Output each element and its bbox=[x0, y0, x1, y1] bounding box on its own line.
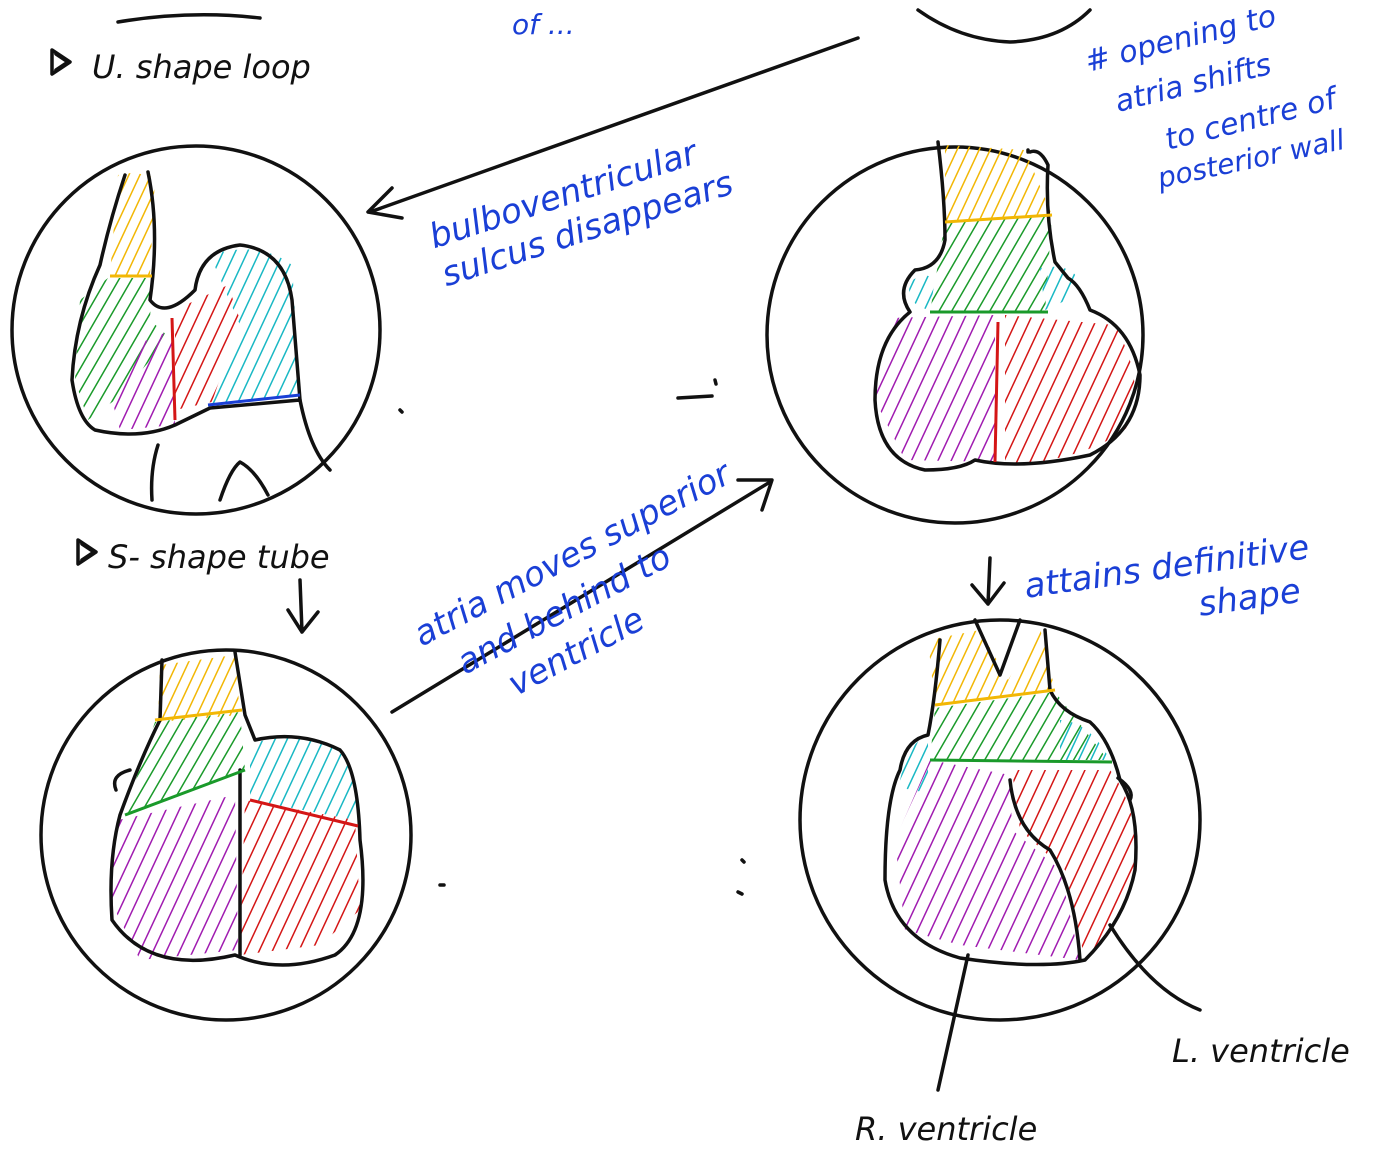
arrow-to-panel3 bbox=[390, 480, 772, 714]
left-ventricle-region bbox=[1012, 770, 1136, 960]
top-right-arc bbox=[916, 8, 1092, 44]
bulboventricular-annotation: bulboventricular sulcus disappears bbox=[424, 132, 738, 295]
opening-annotation: # opening to atria shifts to centre of p… bbox=[1081, 0, 1347, 195]
right-atrium-region bbox=[909, 275, 935, 310]
atrium-region bbox=[210, 249, 300, 405]
left-atrium-region bbox=[1040, 266, 1080, 310]
triangle-bullet-icon bbox=[76, 538, 98, 566]
right-atrium-region bbox=[900, 735, 928, 792]
truncus-region bbox=[928, 628, 1055, 705]
l-ventricle-pointer bbox=[1108, 923, 1202, 1012]
atria-shift-panel bbox=[765, 140, 1145, 525]
s-tube-outline bbox=[109, 650, 365, 967]
down-arrow-definitive bbox=[970, 556, 1006, 606]
definitive-shape-panel: R. ventricle L. ventricle bbox=[798, 618, 1350, 1148]
truncus-region bbox=[110, 173, 155, 275]
s-shape-label: S- shape tube bbox=[108, 538, 330, 576]
atria-shift-outline bbox=[873, 140, 1142, 472]
u-shape-label: U. shape loop bbox=[92, 48, 311, 86]
down-arrow bbox=[286, 578, 320, 634]
u-loop-lower-lines bbox=[149, 443, 270, 502]
right-ventricle-region bbox=[110, 795, 238, 960]
arrow-to-panel3-head bbox=[736, 478, 774, 512]
u-shape-panel: U. shape loop bbox=[10, 48, 382, 516]
atrium-region bbox=[250, 738, 356, 820]
primitive-ventricle-purple bbox=[112, 330, 175, 430]
right-ventricle-region bbox=[875, 315, 995, 462]
u-shape-circle bbox=[10, 144, 382, 516]
primitive-ventricle-red bbox=[175, 285, 240, 410]
truncus-region bbox=[945, 145, 1052, 222]
top-left-arc bbox=[116, 13, 262, 24]
atria-moves-annotation: atria moves superior and behind to ventr… bbox=[407, 453, 739, 704]
bulbus-region bbox=[930, 215, 1052, 312]
interventricular-septum bbox=[1008, 778, 1082, 962]
bulbus-region bbox=[75, 278, 170, 420]
s-shape-panel: S- shape tube bbox=[39, 538, 413, 1022]
top-fragment-text: of ... bbox=[512, 8, 575, 41]
arrow-to-u-loop bbox=[368, 36, 860, 214]
l-ventricle-label: L. ventricle bbox=[1172, 1032, 1350, 1070]
left-ventricle-region bbox=[240, 800, 360, 955]
s-tube-left-bump bbox=[112, 768, 132, 792]
triangle-bullet-icon bbox=[50, 48, 72, 76]
arrow-to-u-loop-head bbox=[366, 186, 404, 220]
definitive-shape-circle bbox=[798, 618, 1202, 1022]
left-ventricle-region bbox=[1005, 315, 1135, 465]
stray-marks bbox=[398, 378, 746, 896]
bulbus-region bbox=[125, 712, 245, 815]
truncus-region bbox=[158, 655, 240, 722]
r-ventricle-pointer bbox=[936, 953, 970, 1092]
r-ventricle-label: R. ventricle bbox=[855, 1110, 1037, 1148]
left-atrium-region bbox=[1060, 720, 1110, 760]
right-ventricle-region bbox=[895, 760, 1080, 960]
definitive-heart-outline bbox=[883, 618, 1138, 967]
s-shape-circle bbox=[39, 648, 413, 1022]
left-auricle-mark bbox=[1116, 776, 1133, 802]
u-loop-inner-outline bbox=[146, 170, 302, 402]
